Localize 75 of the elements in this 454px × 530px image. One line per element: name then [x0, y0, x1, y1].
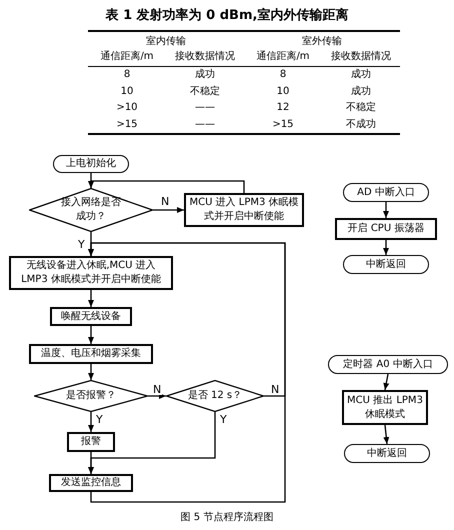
- table-header: 通信距离/m: [255, 50, 311, 64]
- terminal-box: [343, 183, 429, 202]
- process-box: [342, 390, 428, 425]
- arrow: [383, 240, 389, 255]
- edge-label: Y: [219, 414, 228, 425]
- table-data: >15: [115, 118, 139, 132]
- node-text: AD 中断入口: [357, 186, 415, 200]
- process-box: [49, 474, 133, 492]
- arrow: [88, 412, 94, 432]
- terminal-box: [343, 255, 429, 274]
- table-data: 成功: [350, 84, 372, 98]
- table-data: >10: [115, 101, 139, 115]
- edge-label: Y: [95, 414, 104, 425]
- node-text: 是否 12 s？: [188, 389, 242, 403]
- edge-label: N: [270, 384, 280, 395]
- arrow: [88, 326, 94, 344]
- process-box: [335, 218, 437, 240]
- node-text: 报警: [81, 435, 101, 449]
- node-text: 定时器 A0 中断入口: [343, 358, 433, 372]
- decision-diamond: [166, 380, 264, 412]
- table-header: 接收数据情况: [174, 50, 236, 64]
- process-box: [29, 344, 153, 364]
- edge-label: Y: [77, 239, 86, 250]
- arrow: [88, 180, 245, 193]
- arrow: [88, 452, 94, 474]
- node-text: 唤醒无线设备: [61, 310, 121, 324]
- table-header: 接收数据情况: [330, 50, 392, 64]
- arrow: [88, 364, 94, 380]
- node-text: 中断返回: [367, 446, 407, 460]
- edge-label: N: [160, 196, 170, 207]
- table-title: 表 1 发射功率为 0 dBm,室内外传输距离: [104, 6, 350, 25]
- terminal-box: [344, 444, 430, 463]
- table-data: >15: [271, 118, 295, 132]
- table-data: 不成功: [345, 118, 377, 132]
- table-data: 不稳定: [189, 84, 221, 98]
- figure-caption: 图 5 节点程序流程图: [180, 510, 274, 525]
- arrow: [148, 393, 166, 399]
- table-header: 通信距离/m: [99, 50, 155, 64]
- table-data: 10: [276, 84, 290, 98]
- node-text: 无线设备进入休眠,MCU 进入 LMP3 休眠模式并开启中断使能: [20, 259, 162, 287]
- node-text: 中断返回: [366, 258, 406, 272]
- process-box: [67, 432, 115, 452]
- node-text: 发送监控信息: [61, 476, 121, 490]
- arrow: [383, 424, 390, 444]
- process-box: [50, 307, 132, 326]
- table-data: 8: [122, 68, 132, 82]
- table-data: 不稳定: [345, 100, 377, 115]
- node-text: MCU 推出 LPM3 休眠模式: [347, 394, 423, 422]
- decision-diamond: [34, 380, 148, 412]
- table-data: 成功: [194, 68, 216, 82]
- edge-label: N: [152, 384, 162, 395]
- table-data: 8: [278, 68, 288, 82]
- table-header: 室内传输: [145, 34, 187, 49]
- table-header: 室外传输: [301, 34, 343, 49]
- decision-diamond: [29, 188, 153, 232]
- table-data: 12: [276, 101, 290, 115]
- terminal-box: [328, 355, 448, 374]
- arrow: [88, 242, 286, 503]
- table-data: ——: [194, 118, 216, 132]
- arrow: [383, 202, 389, 218]
- terminal-box: [53, 155, 129, 173]
- arrow: [153, 207, 184, 213]
- process-box: [9, 256, 173, 290]
- arrow: [383, 374, 390, 390]
- node-text: 接入网络是否成功？: [60, 196, 122, 224]
- table-data: 成功: [350, 68, 372, 82]
- table-data: 10: [120, 84, 134, 98]
- node-text: 开启 CPU 振荡器: [348, 222, 424, 236]
- node-text: 是否报警？: [66, 389, 116, 403]
- node-text: 上电初始化: [66, 157, 116, 171]
- table-data: ——: [194, 101, 216, 115]
- node-text: 温度、电压和烟雾采集: [41, 347, 141, 361]
- process-box: [184, 193, 304, 227]
- node-text: MCU 进入 LPM3 休眠模式并开启中断使能: [189, 196, 299, 224]
- arrow: [88, 290, 94, 307]
